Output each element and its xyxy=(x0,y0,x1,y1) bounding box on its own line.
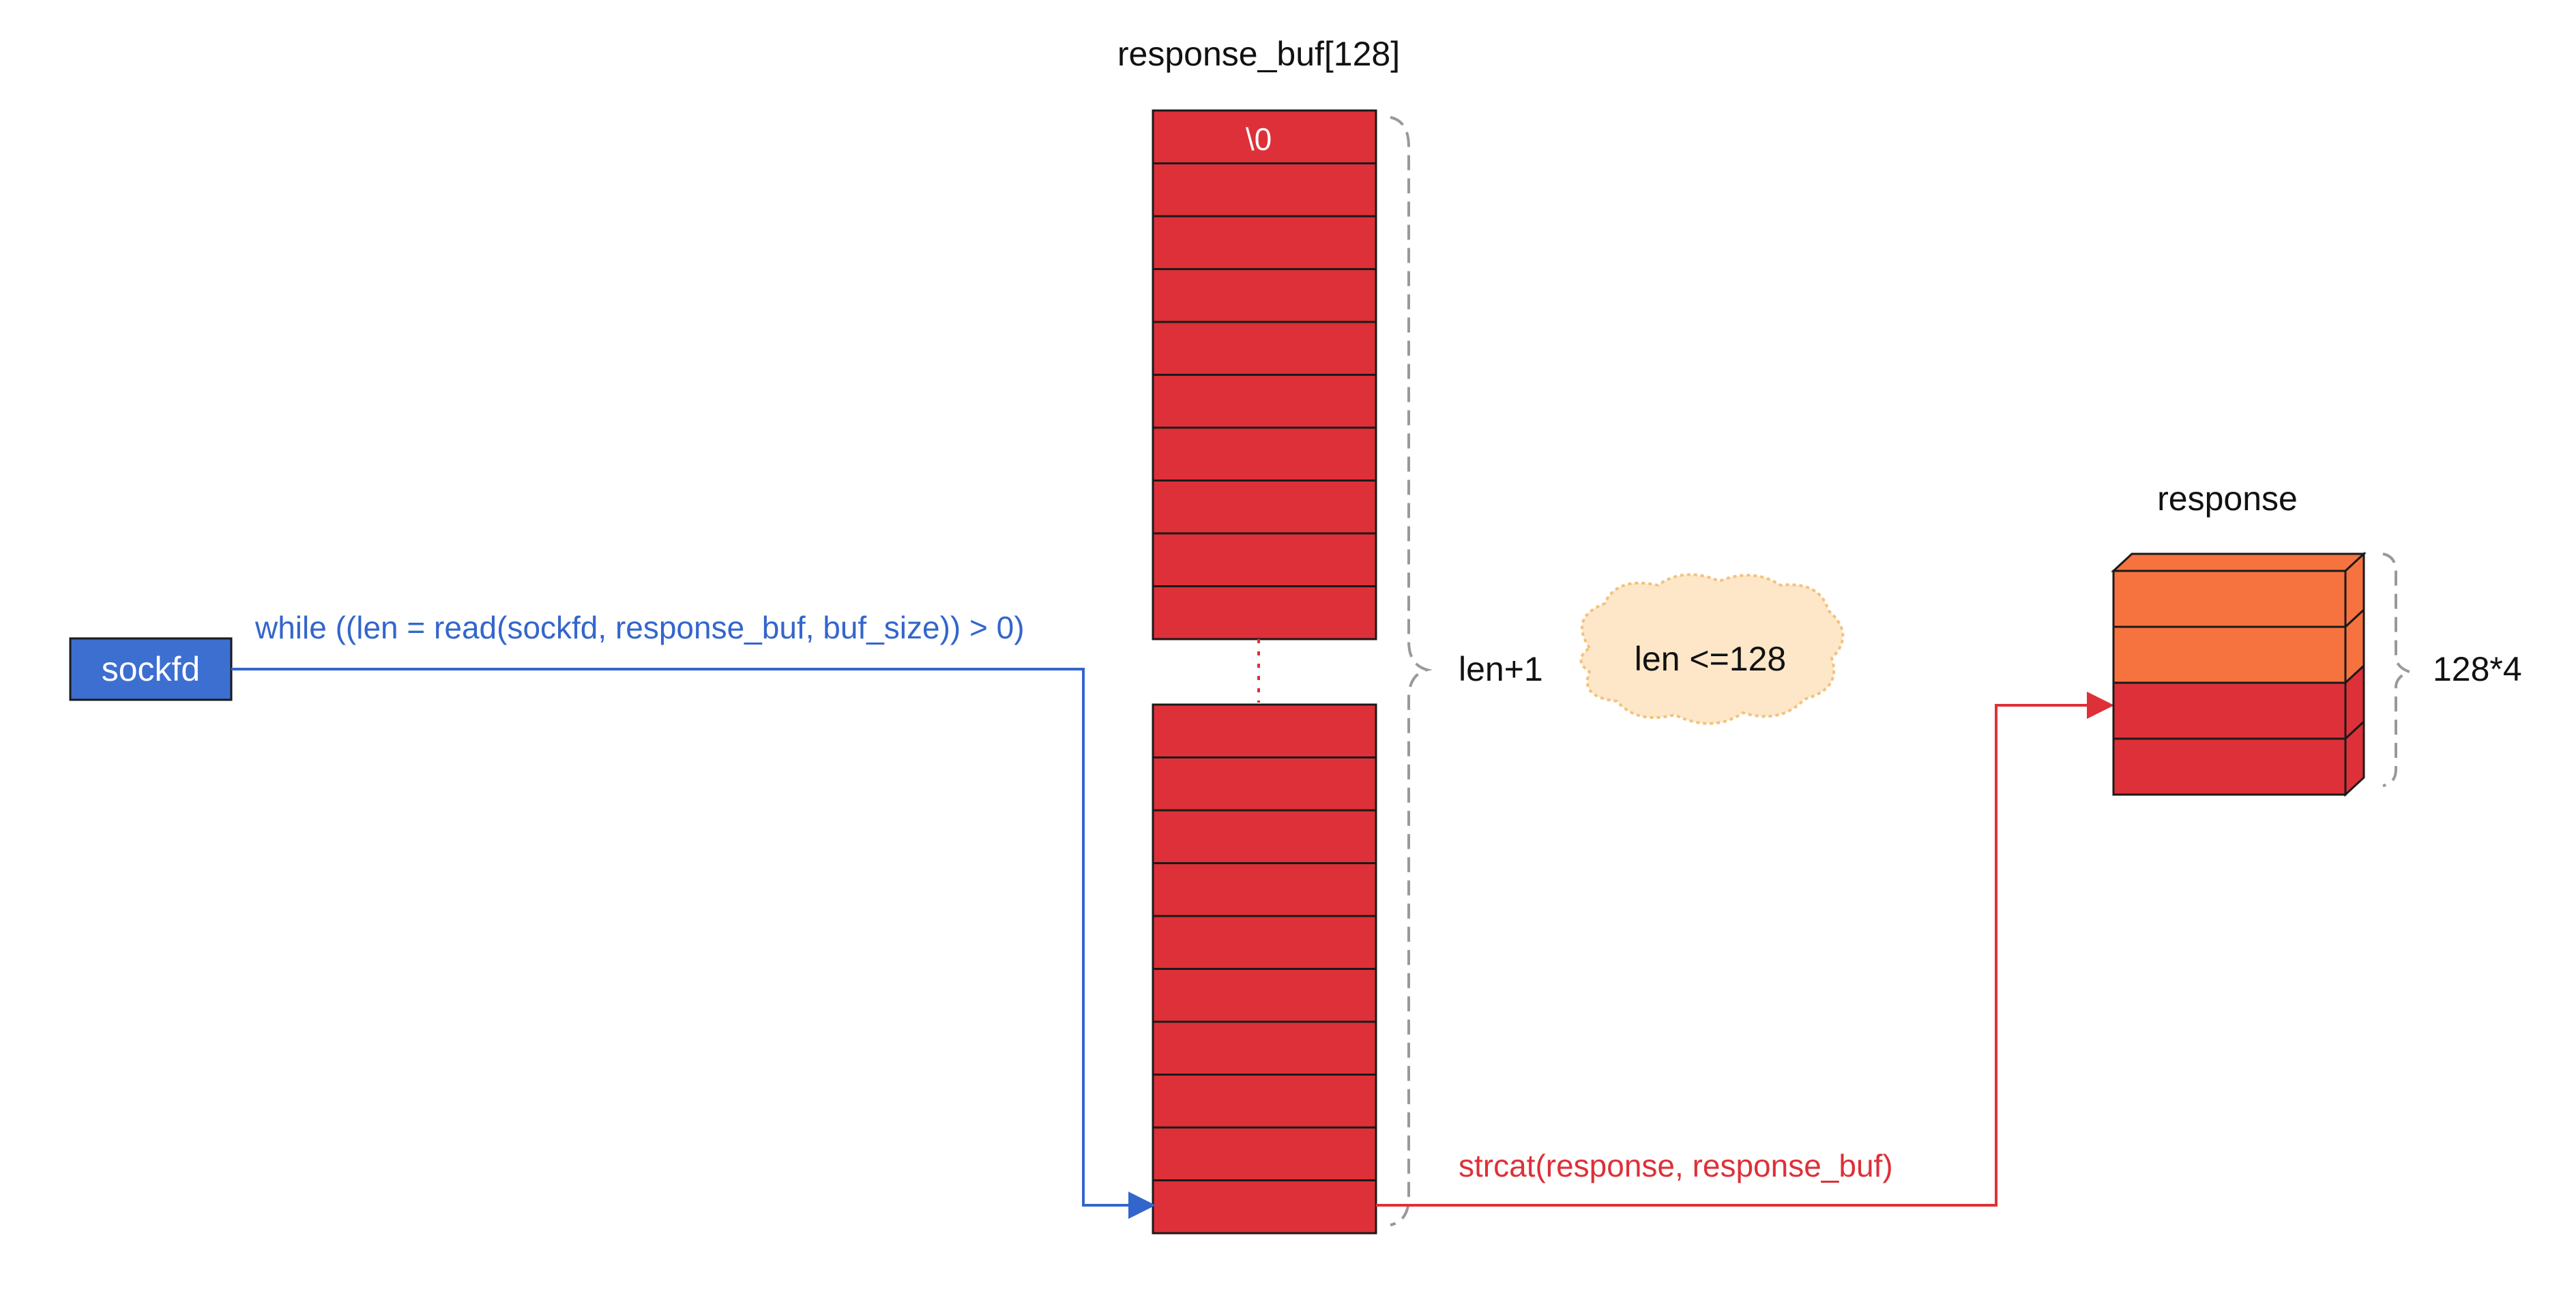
buffer-cell xyxy=(1152,809,1377,864)
buffer-cell xyxy=(1152,1074,1377,1129)
response-cell xyxy=(2112,737,2347,796)
buffer-cell xyxy=(1152,162,1377,218)
buffer-cell xyxy=(1152,426,1377,482)
response-top-face xyxy=(2111,552,2367,572)
response-cell xyxy=(2112,681,2347,740)
response-side-face xyxy=(2344,719,2365,797)
response-cell xyxy=(2112,625,2347,684)
strcat-arrow xyxy=(1376,692,2114,1207)
buffer-cell xyxy=(1152,1020,1377,1076)
buffer-cell xyxy=(1152,915,1377,970)
buffer-brace-label: len+1 xyxy=(1459,650,1543,688)
response-block xyxy=(2111,551,2367,797)
cloud-shape xyxy=(1579,573,1845,725)
read-arrow xyxy=(231,668,1156,1219)
buffer-title: response_buf[128] xyxy=(1117,35,1400,73)
buffer-cell xyxy=(1152,862,1377,917)
buffer-cell xyxy=(1152,480,1377,535)
strcat-label: strcat(response, response_buf) xyxy=(1459,1148,1893,1183)
buffer-cell xyxy=(1152,374,1377,429)
read-loop-label: while ((len = read(sockfd, response_buf,… xyxy=(254,610,1025,645)
buffer-upper-segment xyxy=(1152,109,1377,640)
response-brace xyxy=(2382,552,2414,787)
null-terminator-label: \0 xyxy=(1246,121,1272,157)
buffer-cell xyxy=(1152,703,1377,758)
cloud-label: len <=128 xyxy=(1635,640,1786,678)
buffer-lower-segment xyxy=(1152,703,1377,1235)
response-title: response xyxy=(2157,480,2298,518)
buffer-cell xyxy=(1152,268,1377,323)
response-cell xyxy=(2112,570,2347,628)
buffer-cell xyxy=(1152,532,1377,587)
sockfd-label: sockfd xyxy=(102,650,201,688)
buffer-cell xyxy=(1152,968,1377,1023)
buffer-cell xyxy=(1152,109,1377,164)
buffer-cell xyxy=(1152,756,1377,812)
buffer-cell xyxy=(1152,1179,1377,1235)
buffer-cell xyxy=(1152,585,1377,640)
buffer-cell xyxy=(1152,1126,1377,1181)
buffer-cell xyxy=(1152,215,1377,270)
response-brace-label: 128*4 xyxy=(2433,650,2522,688)
buffer-cell xyxy=(1152,321,1377,376)
sockfd-box xyxy=(69,637,233,701)
buffer-brace xyxy=(1390,116,1433,1226)
